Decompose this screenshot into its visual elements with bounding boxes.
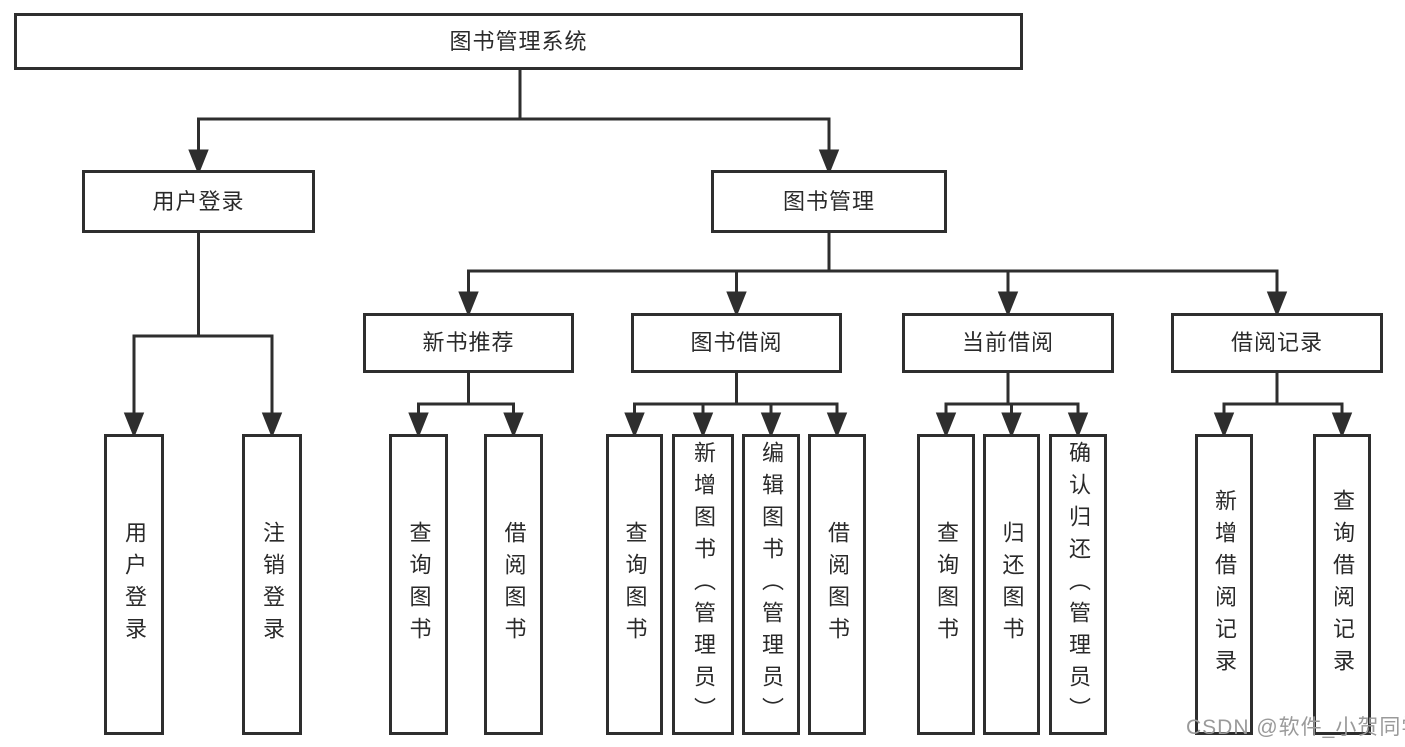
node-borrow-records: 借阅记录	[1171, 313, 1383, 373]
node-user-login: 用户登录	[82, 170, 315, 233]
leaf-query-books-current: 查询图书	[917, 434, 975, 735]
leaf-logout-login: 注销登录	[242, 434, 302, 735]
leaf-borrow-books: 借阅图书	[808, 434, 866, 735]
leaf-query-books-borrow: 查询图书	[606, 434, 663, 735]
leaf-edit-books-admin: 编辑图书（管理员）	[742, 434, 800, 735]
node-book-borrow: 图书借阅	[631, 313, 842, 373]
node-new-book-recommend: 新书推荐	[363, 313, 574, 373]
leaf-return-books: 归还图书	[983, 434, 1040, 735]
leaf-add-books-admin: 新增图书（管理员）	[672, 434, 734, 735]
leaf-borrow-books-recommend: 借阅图书	[484, 434, 543, 735]
leaf-query-books-recommend: 查询图书	[389, 434, 448, 735]
leaf-query-borrow-record: 查询借阅记录	[1313, 434, 1371, 735]
leaf-user-login: 用户登录	[104, 434, 164, 735]
node-book-management: 图书管理	[711, 170, 947, 233]
leaf-add-borrow-record: 新增借阅记录	[1195, 434, 1253, 735]
csdn-watermark: CSDN @软件_小贺同学	[1186, 716, 1405, 739]
node-library-system: 图书管理系统	[14, 13, 1023, 70]
node-current-borrow: 当前借阅	[902, 313, 1114, 373]
leaf-confirm-return-admin: 确认归还（管理员）	[1049, 434, 1107, 735]
